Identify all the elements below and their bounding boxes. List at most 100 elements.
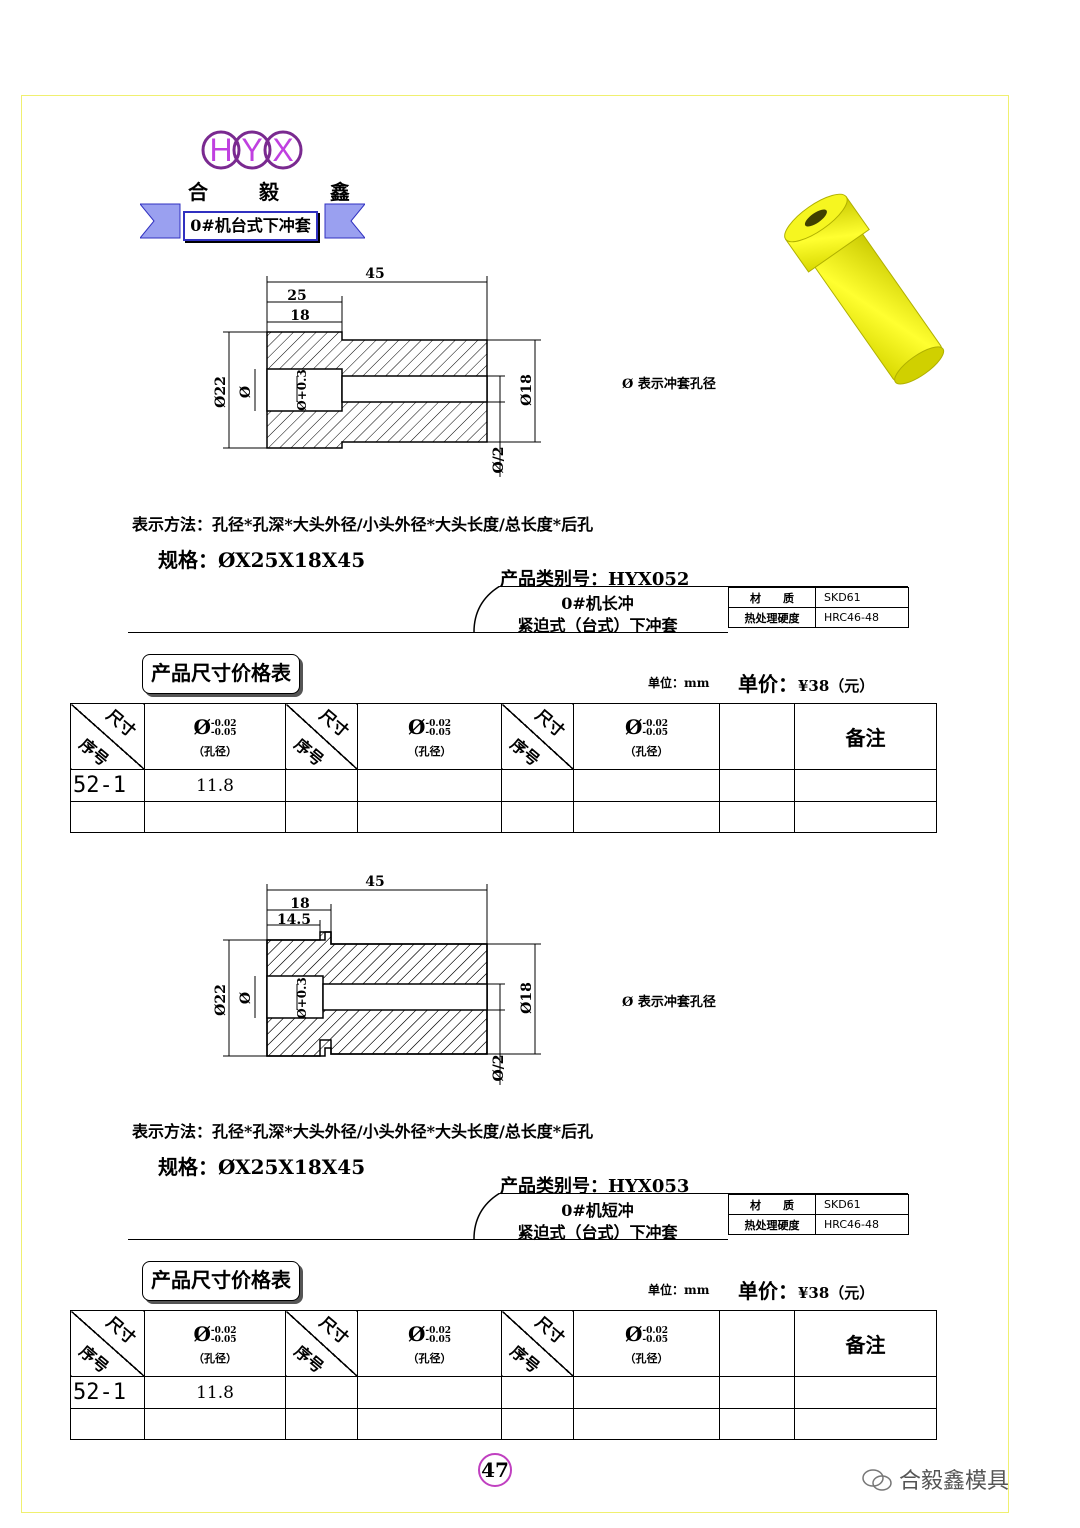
row-number — [70, 801, 145, 833]
remark-header: 备注 — [794, 1310, 937, 1377]
diag-size-label: 尺寸 — [531, 1312, 569, 1348]
unit-price: 单价：¥38（元） — [738, 668, 874, 697]
diag-size-label: 尺寸 — [531, 705, 569, 741]
page-number: 47 — [478, 1453, 512, 1487]
method-description: 表示方法：孔径*孔深*大头外径/小头外径*大头长度/总长度*后孔 — [132, 1122, 594, 1141]
header-bottom-rule — [128, 1239, 728, 1240]
diameter-symbol: Ø — [624, 1321, 643, 1346]
table-header-row: 尺寸序号 Ø-0.02-0.05（孔径） 尺寸序号 Ø-0.02-0.05（孔径… — [70, 703, 937, 770]
tolerance-lower: -0.05 — [425, 728, 452, 738]
unit-price: 单价：¥38（元） — [738, 1275, 874, 1304]
dim-outer-diameter: Ø22 — [213, 376, 229, 408]
hardness-label: 热处理硬度 — [728, 607, 816, 628]
tolerance: -0.02-0.05 — [425, 720, 451, 738]
table-cell — [285, 801, 358, 833]
method-description: 表示方法：孔径*孔深*大头外径/小头外径*大头长度/总长度*后孔 — [132, 515, 594, 534]
table-cell — [719, 1408, 795, 1440]
diameter-symbol: Ø — [193, 714, 211, 739]
dim-overall: 45 — [365, 874, 384, 890]
watermark: 合毅鑫模具 — [862, 1463, 1009, 1495]
diag-no-label: 序号 — [506, 1341, 544, 1377]
table-cell — [794, 1408, 937, 1440]
diag-header-cell: 尺寸序号 — [285, 703, 358, 770]
diameter-note: Ø 表示冲套孔径 — [622, 377, 716, 392]
diameter-header: Ø-0.02-0.05（孔径） — [357, 703, 502, 770]
table-cell — [357, 1376, 502, 1409]
diag-no-label: 序号 — [506, 734, 544, 770]
logo-letter-h: H — [209, 132, 232, 168]
diag-header-cell: 尺寸序号 — [70, 703, 145, 770]
table-cell — [794, 1376, 937, 1409]
dim-hole: Ø — [238, 386, 254, 398]
product-code: 产品类别号：HYX053 — [500, 1176, 690, 1197]
material-label: 材 质 — [728, 587, 816, 608]
tolerance: -0.02-0.05 — [642, 1327, 668, 1345]
diameter-symbol: Ø — [407, 1321, 426, 1346]
dim-head-a: 25 — [287, 288, 306, 304]
diameter-symbol: Ø — [407, 714, 426, 739]
price-table-title: 产品尺寸价格表 — [142, 1261, 300, 1301]
dim-small-diameter: Ø18 — [519, 374, 535, 406]
section-drawing-1: 45 25 18 Ø22 Ø Ø+0.3 Ø18 Ø/2 — [213, 266, 541, 477]
tolerance-upper: -0.02 — [642, 719, 669, 729]
material-label: 材 质 — [728, 1194, 816, 1215]
empty-header-cell — [719, 703, 795, 770]
diag-no-label: 序号 — [75, 734, 113, 770]
row-diameter: 11.8 — [144, 1376, 286, 1409]
row-diameter — [144, 1408, 286, 1440]
price-value: ¥38（元） — [798, 677, 875, 695]
tolerance-lower: -0.05 — [210, 728, 237, 738]
table-row: 52-1 11.8 — [70, 1376, 937, 1409]
table-header-row: 尺寸序号 Ø-0.02-0.05（孔径） 尺寸序号 Ø-0.02-0.05（孔径… — [70, 1310, 937, 1377]
price-label: 单价： — [738, 1279, 798, 1303]
tolerance: -0.02-0.05 — [211, 720, 237, 738]
tolerance-upper: -0.02 — [210, 719, 237, 729]
header-curve — [473, 1193, 501, 1240]
table-cell — [501, 769, 574, 802]
table-cell — [285, 769, 358, 802]
row-diameter: 11.8 — [144, 769, 286, 802]
table-row: 52-1 11.8 — [70, 769, 937, 802]
spec-label: 规格：ØX25X18X45 — [158, 1155, 366, 1179]
diameter-symbol: Ø — [624, 714, 643, 739]
table-row — [70, 1408, 937, 1440]
diameter-header: Ø-0.02-0.05（孔径） — [573, 703, 720, 770]
table-cell — [719, 801, 795, 833]
hardness-label: 热处理硬度 — [728, 1214, 816, 1235]
table-cell — [501, 801, 574, 833]
table-cell — [794, 801, 937, 833]
table-cell — [573, 769, 720, 802]
unit-label: 单位：mm — [648, 676, 710, 690]
table-cell — [357, 801, 502, 833]
tolerance: -0.02-0.05 — [425, 1327, 451, 1345]
diag-no-label: 序号 — [290, 734, 328, 770]
dim-small-diameter: Ø18 — [519, 982, 535, 1014]
tolerance-lower: -0.05 — [210, 1335, 237, 1345]
diameter-header: Ø-0.02-0.05 （孔径） — [573, 1310, 720, 1377]
diameter-sub: （孔径） — [624, 1351, 669, 1365]
diag-no-label: 序号 — [290, 1341, 328, 1377]
dim-rear-hole: Ø/2 — [491, 1054, 507, 1081]
table-cell — [501, 1408, 574, 1440]
page-frame — [21, 95, 1009, 1513]
price-table-title: 产品尺寸价格表 — [142, 654, 300, 694]
header-curve — [473, 586, 501, 633]
diag-header-cell: 尺寸序号 — [501, 703, 574, 770]
dim-hole: Ø — [238, 992, 254, 1004]
diag-header-cell: 尺寸序号 — [70, 1310, 145, 1377]
table-cell — [794, 769, 937, 802]
dim-head-b: 14.5 — [277, 912, 311, 928]
hardness-value: HRC46-48 — [815, 1214, 909, 1235]
wechat-icon — [862, 1469, 892, 1491]
diag-no-label: 序号 — [75, 1341, 113, 1377]
spec-label: 规格：ØX25X18X45 — [158, 548, 366, 572]
diameter-header: Ø-0.02-0.05（孔径） — [357, 1310, 502, 1377]
row-number — [70, 1408, 145, 1440]
tolerance-upper: -0.02 — [210, 1326, 237, 1336]
hyx-logo: H Y X — [201, 130, 303, 170]
diameter-note: Ø 表示冲套孔径 — [622, 995, 716, 1010]
tolerance-lower: -0.05 — [642, 728, 669, 738]
material-value: SKD61 — [815, 1194, 909, 1215]
dim-outer-diameter: Ø22 — [213, 984, 229, 1016]
